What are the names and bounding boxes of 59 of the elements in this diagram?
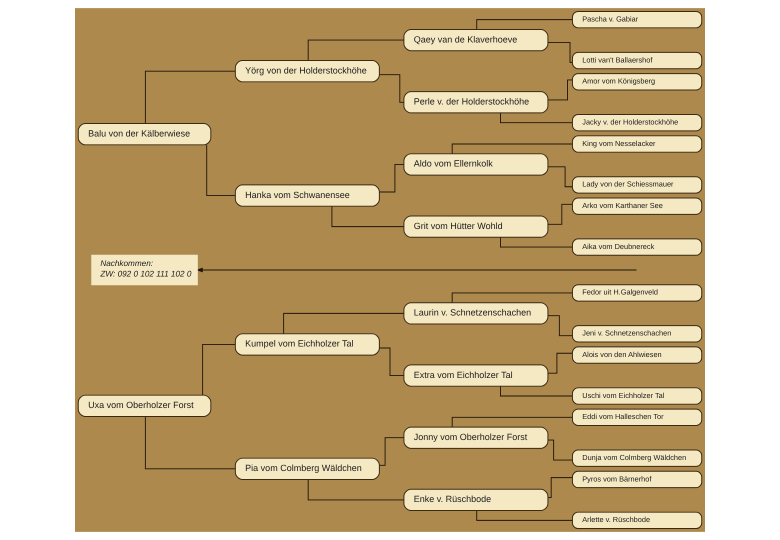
connector [379, 74, 404, 103]
connector [144, 70, 236, 124]
connector [500, 236, 573, 248]
node-box: Perle v. der Holderstockhöhe [403, 91, 548, 114]
node-box: Pia vom Colmberg Wäldchen [234, 458, 380, 480]
node-box: Lady von der Schiessmauer [572, 176, 702, 194]
connector [331, 206, 404, 228]
connector [452, 144, 573, 154]
node-box: Jonny vom Oberholzer Forst [403, 426, 548, 449]
connector [547, 352, 573, 374]
node-box: Lotti van't Ballaershof [572, 52, 702, 70]
connector [548, 166, 573, 188]
node-box: Aldo vom Ellernkolk [403, 153, 548, 176]
connector [452, 416, 573, 428]
connector [206, 144, 236, 196]
connector [379, 437, 404, 466]
connector [548, 80, 573, 100]
node-box: Kumpel vom Eichholzer Tal [234, 333, 380, 356]
node-box: Nachkommen: ZW: 092 0 102 111 102 0 [91, 254, 198, 286]
node-box: Uxa vom Oberholzer Forst [78, 394, 212, 417]
connector [379, 164, 404, 192]
connector [548, 204, 573, 225]
node-box: Pyros vom Bärnerhof [572, 470, 702, 488]
connector [283, 312, 404, 334]
connector [548, 477, 573, 498]
node-box: Grit vom Hütter Wohld [403, 216, 548, 238]
arrow [196, 268, 637, 272]
node-box: Enke v. Rüschbode [403, 488, 548, 512]
connector [202, 344, 236, 396]
node-box: Laurin v. Schnetzenschachen [403, 302, 548, 324]
connector [308, 40, 404, 61]
node-box: Fedor uit H.Galgenveld [572, 284, 702, 302]
node-box: Yörg von der Holderstockhöhe [234, 60, 380, 82]
connector [476, 510, 573, 521]
node-box: Extra vom Eichholzer Tal [403, 364, 548, 387]
node-box: Eddi vom Halleschen Tor [572, 408, 702, 426]
node-box: Jacky v. der Holderstockhöhe [572, 114, 702, 132]
connector [548, 42, 573, 63]
node-box: Arlette v. Rüschbode [572, 512, 702, 530]
node-box: Qaey van de Klaverhoeve [403, 28, 548, 52]
node-box: Pascha v. Gabiar [572, 10, 702, 28]
node-box: Aika vom Deubnereck [572, 238, 702, 256]
node-box: Hanka vom Schwanensee [234, 184, 380, 207]
connector [379, 348, 404, 376]
node-box: Amor vom Königsberg [572, 73, 702, 90]
connector [144, 416, 236, 470]
connector [500, 386, 573, 396]
node-box: Uschi vom Eichholzer Tal [572, 387, 702, 405]
node-box: Jeni v. Schnetzenschachen [572, 325, 702, 342]
connector [500, 112, 573, 124]
connector [452, 292, 573, 304]
node-box: Balu von der Kälberwiese [78, 123, 212, 146]
node-box: Arko vom Karthaner See [572, 198, 702, 215]
connector [476, 19, 573, 30]
connector [548, 440, 573, 460]
node-box: King vom Nesselacker [572, 135, 702, 153]
node-box: Alois von den Ahlwiesen [572, 346, 702, 364]
connector [308, 479, 404, 500]
node-box: Dunja vom Colmberg Wäldchen [572, 450, 702, 467]
